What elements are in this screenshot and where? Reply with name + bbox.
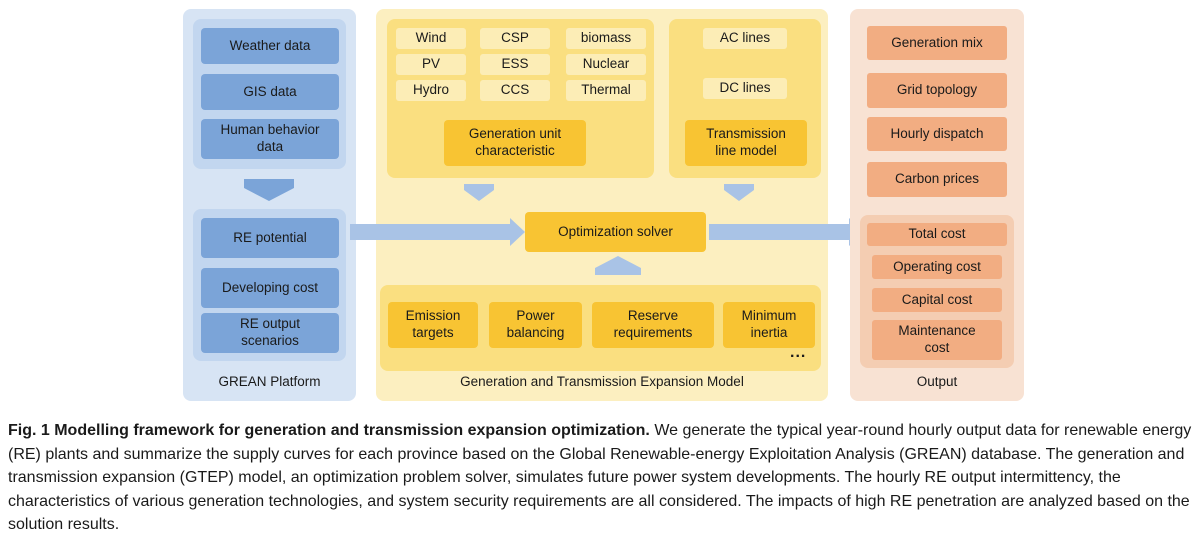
carbon-prices-label: Carbon prices xyxy=(894,171,980,187)
grid-topology-box: Grid topology xyxy=(867,73,1007,108)
ac-lines-label: AC lines xyxy=(719,30,771,46)
transmission-line-model-box: Transmission line model xyxy=(685,120,807,166)
hourly-dispatch-label: Hourly dispatch xyxy=(890,125,984,141)
tech-biomass-label: biomass xyxy=(580,30,632,46)
tech-hydro-label: Hydro xyxy=(412,82,449,98)
re-output-scenarios-box: RE output scenarios xyxy=(201,313,339,353)
output-label: Output xyxy=(916,374,958,389)
operating-cost-box: Operating cost xyxy=(872,255,1002,279)
minimum-inertia-label: Minimum inertia xyxy=(741,308,797,340)
platform-to-solver-arrow-icon xyxy=(350,218,525,246)
reserve-requirements-label: Reserve requirements xyxy=(613,308,693,340)
total-cost-label: Total cost xyxy=(908,226,966,242)
tech-nuclear-label: Nuclear xyxy=(582,56,630,72)
tech-pv-label: PV xyxy=(421,56,440,72)
more-constraints-ellipsis: ... xyxy=(790,344,807,361)
tech-wind-label: Wind xyxy=(415,30,447,46)
weather-data-box: Weather data xyxy=(201,28,339,64)
emission-targets-label: Emission targets xyxy=(405,308,461,340)
maintenance-cost-box: Maintenance cost xyxy=(872,320,1002,360)
power-balancing-box: Power balancing xyxy=(489,302,582,348)
optimization-solver-box: Optimization solver xyxy=(525,212,706,252)
capital-cost-box: Capital cost xyxy=(872,288,1002,312)
human-behavior-data-box: Human behavior data xyxy=(201,119,339,159)
tech-csp-label: CSP xyxy=(501,30,529,46)
gis-data-label: GIS data xyxy=(243,83,297,99)
tech-csp: CSP xyxy=(480,28,550,49)
generation-mix-box: Generation mix xyxy=(867,26,1007,60)
solver-to-output-arrow-icon xyxy=(709,218,864,246)
power-balancing-label: Power balancing xyxy=(506,308,565,340)
down-arrow-icon xyxy=(244,179,294,201)
ac-lines-box: AC lines xyxy=(703,28,787,49)
minimum-inertia-box: Minimum inertia xyxy=(723,302,815,348)
re-potential-box: RE potential xyxy=(201,218,339,258)
generation-unit-characteristic-label: Generation unit characteristic xyxy=(468,126,562,158)
tech-ccs: CCS xyxy=(480,80,550,101)
grid-topology-label: Grid topology xyxy=(896,82,978,98)
carbon-prices-box: Carbon prices xyxy=(867,162,1007,197)
caption-body: We generate the typical year-round hourl… xyxy=(8,422,1192,533)
constraints-up-arrow-icon xyxy=(595,256,641,275)
transmission-line-model-label: Transmission line model xyxy=(706,126,786,158)
developing-cost-label: Developing cost xyxy=(221,279,319,295)
figure-caption: Fig. 1 Modelling framework for generatio… xyxy=(8,419,1200,537)
tech-ess-label: ESS xyxy=(501,56,529,72)
re-output-scenarios-label: RE output scenarios xyxy=(239,316,301,348)
dc-lines-label: DC lines xyxy=(719,80,771,96)
capital-cost-label: Capital cost xyxy=(901,291,973,307)
tech-ccs-label: CCS xyxy=(500,82,530,98)
tech-thermal-label: Thermal xyxy=(581,82,631,98)
reserve-requirements-box: Reserve requirements xyxy=(592,302,714,348)
tech-hydro: Hydro xyxy=(396,80,466,101)
tech-biomass: biomass xyxy=(566,28,646,49)
operating-cost-label: Operating cost xyxy=(893,258,981,274)
generation-mix-label: Generation mix xyxy=(891,34,983,50)
dc-lines-box: DC lines xyxy=(703,78,787,99)
weather-data-label: Weather data xyxy=(229,37,311,53)
hourly-dispatch-box: Hourly dispatch xyxy=(867,117,1007,151)
total-cost-box: Total cost xyxy=(867,223,1007,246)
optimization-solver-label: Optimization solver xyxy=(558,223,673,239)
tech-wind: Wind xyxy=(396,28,466,49)
tech-pv: PV xyxy=(396,54,466,75)
caption-title: Fig. 1 Modelling framework for generatio… xyxy=(8,422,650,439)
transmission-down-arrow-icon xyxy=(724,184,754,201)
generation-unit-characteristic-box: Generation unit characteristic xyxy=(444,120,586,166)
gtep-label: Generation and Transmission Expansion Mo… xyxy=(460,374,744,389)
human-behavior-data-label: Human behavior data xyxy=(220,122,320,154)
re-potential-label: RE potential xyxy=(233,229,307,245)
developing-cost-box: Developing cost xyxy=(201,268,339,308)
tech-nuclear: Nuclear xyxy=(566,54,646,75)
emission-targets-box: Emission targets xyxy=(388,302,478,348)
grean-platform-label: GREAN Platform xyxy=(218,374,321,389)
maintenance-cost-label: Maintenance cost xyxy=(898,323,976,355)
tech-thermal: Thermal xyxy=(566,80,646,101)
gis-data-box: GIS data xyxy=(201,74,339,110)
generation-down-arrow-icon xyxy=(464,184,494,201)
tech-ess: ESS xyxy=(480,54,550,75)
